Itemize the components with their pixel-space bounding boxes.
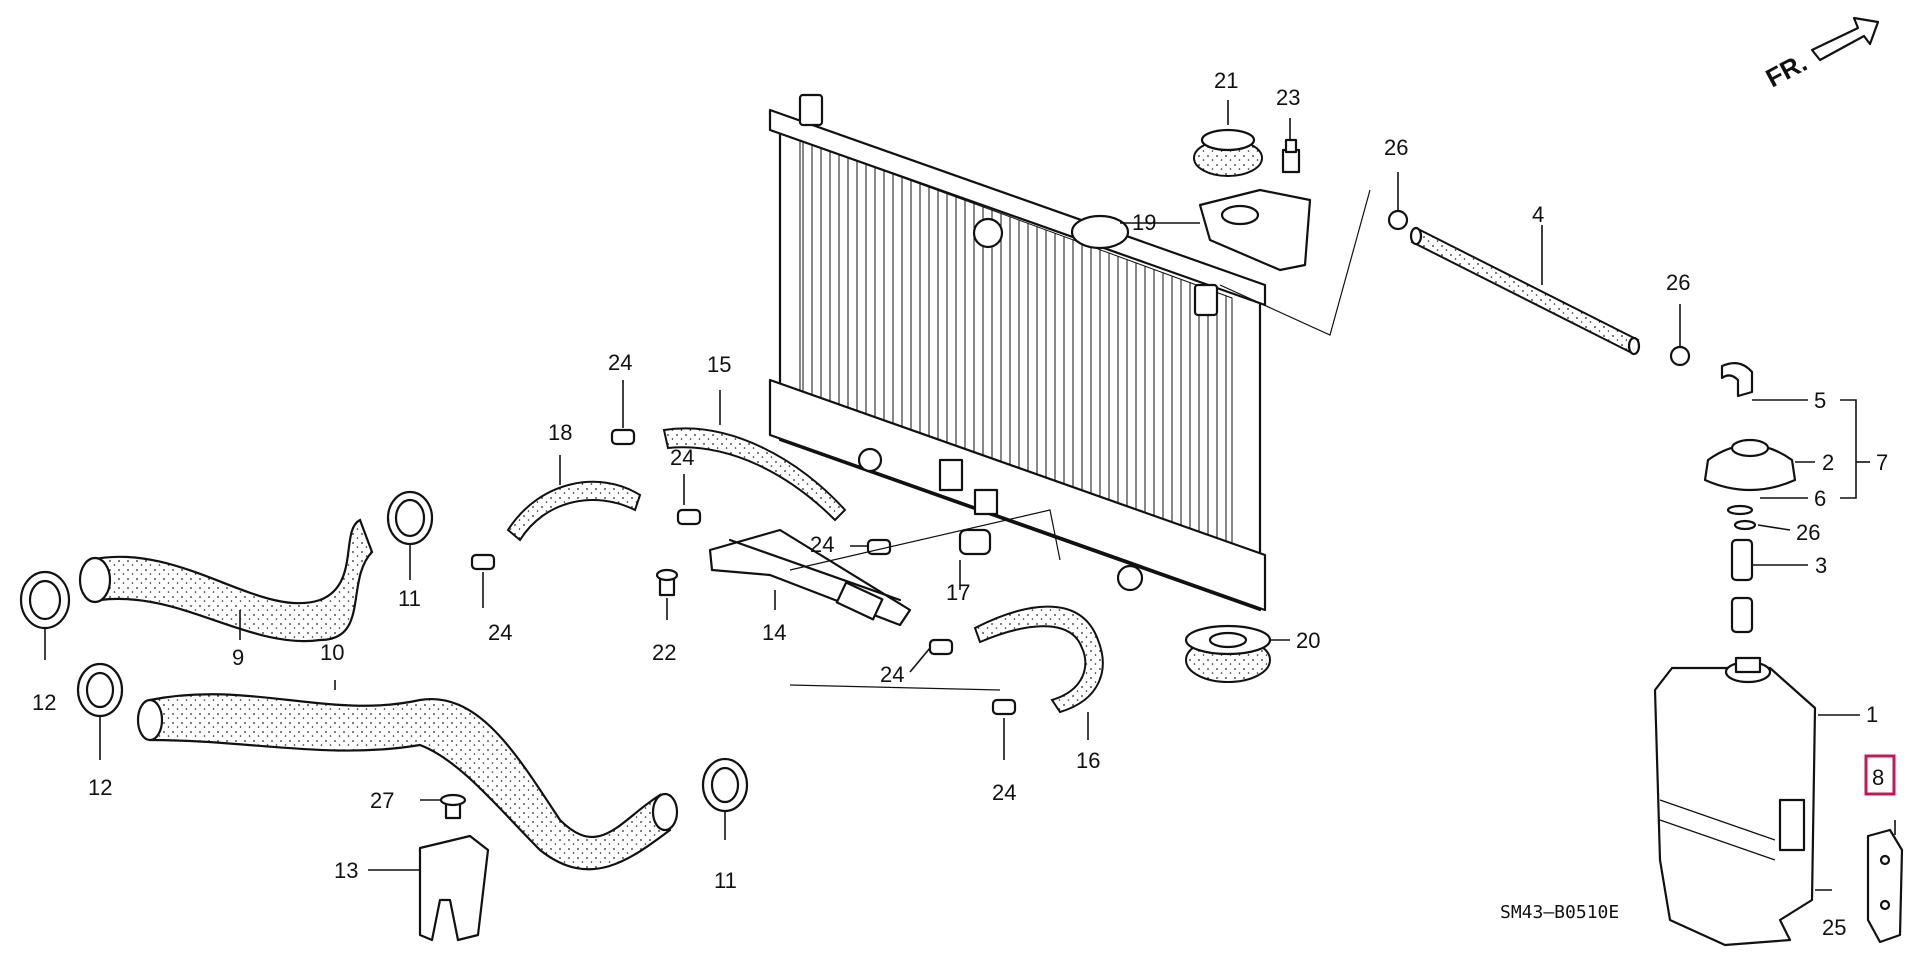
callout-26-top: 26 (1384, 135, 1408, 160)
front-direction-arrow: FR. (1761, 16, 1880, 93)
callout-3: 3 (1815, 553, 1827, 578)
atf-pipe-assembly (655, 528, 912, 627)
upper-radiator-hose (78, 518, 374, 643)
atf-hose-18 (506, 480, 642, 542)
callout-18: 18 (548, 420, 572, 445)
radiator (768, 93, 1267, 612)
callout-24-mid: 24 (670, 445, 694, 470)
lower-radiator-hose (136, 693, 679, 871)
reserve-tank (1653, 656, 1817, 947)
callout-27: 27 (370, 788, 394, 813)
callout-24-lower: 24 (880, 662, 904, 687)
callout-6: 6 (1814, 486, 1826, 511)
callout-1: 1 (1866, 702, 1878, 727)
callout-24-left: 24 (488, 620, 512, 645)
callout-4: 4 (1532, 202, 1544, 227)
callout-5: 5 (1814, 388, 1826, 413)
callout-25: 25 (1822, 915, 1846, 940)
callout-11-lower: 11 (714, 868, 737, 893)
tube-clips (1387, 209, 1691, 367)
callout-12-upper: 12 (32, 690, 56, 715)
callout-21: 21 (1214, 68, 1238, 93)
callout-19: 19 (1132, 210, 1156, 235)
callout-24-top: 24 (608, 350, 632, 375)
callout-2: 2 (1822, 450, 1834, 475)
callout-23: 23 (1276, 85, 1300, 110)
callout-11-upper: 11 (398, 586, 421, 611)
front-label: FR. (1761, 47, 1812, 93)
callout-15: 15 (707, 352, 731, 377)
callout-24-bottom: 24 (992, 780, 1016, 805)
leader-lines (44, 100, 1896, 891)
callout-8: 8 (1872, 765, 1884, 790)
diagram-code: SM43–B0510E (1500, 902, 1619, 923)
overflow-tube (1409, 226, 1641, 356)
highlight-box (1864, 754, 1896, 796)
callout-17: 17 (946, 580, 970, 605)
callout-24-right: 24 (810, 532, 834, 557)
atf-hose-16 (973, 605, 1104, 714)
callout-16: 16 (1076, 748, 1100, 773)
callout-22: 22 (652, 640, 676, 665)
callout-26-right: 26 (1666, 270, 1690, 295)
callout-10: 10 (320, 640, 344, 665)
tank-cap-assembly (1703, 361, 1797, 634)
callout-20: 20 (1296, 628, 1320, 653)
callout-12-lower: 12 (88, 775, 112, 800)
tank-bracket (1866, 828, 1904, 944)
hose-bracket (418, 793, 490, 942)
callout-7: 7 (1876, 450, 1888, 475)
hose-clamps (19, 490, 749, 813)
callout-14: 14 (762, 620, 786, 645)
callout-labels: 1 2 3 4 5 6 7 8 9 10 11 11 12 12 13 14 1… (32, 68, 1888, 940)
callout-26-lower: 26 (1796, 520, 1820, 545)
atf-hose-15 (662, 427, 847, 522)
callout-13: 13 (334, 858, 358, 883)
callout-9: 9 (232, 645, 244, 670)
